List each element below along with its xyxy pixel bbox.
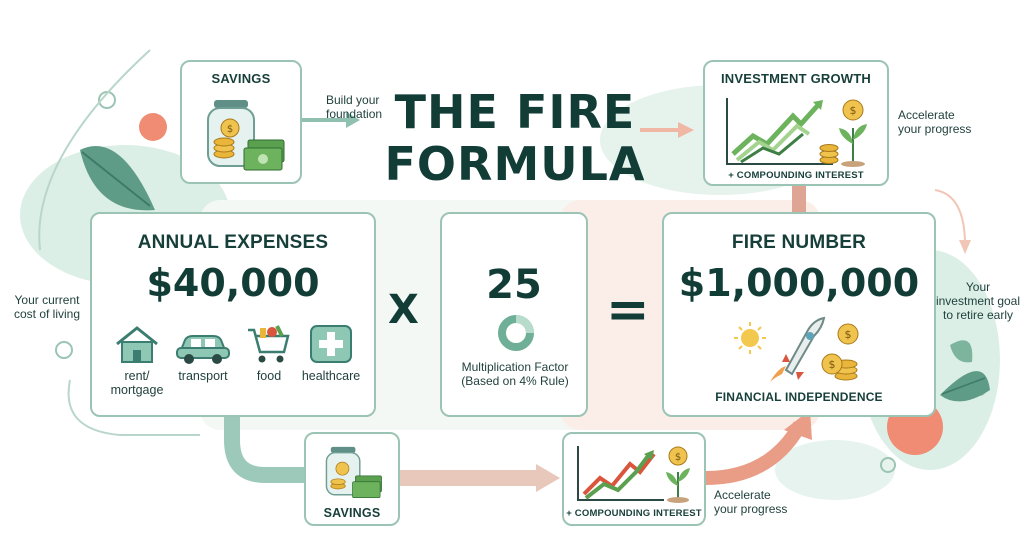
savings-bottom-title: SAVINGS	[323, 506, 381, 520]
rocket-icon: $ $	[734, 316, 859, 382]
growth-top-caption: Accelerate your progress	[898, 108, 972, 136]
savings-jar-icon: $	[207, 100, 285, 171]
svg-text:$: $	[829, 358, 836, 371]
fire-number-subtitle: FINANCIAL INDEPENDENCE	[715, 390, 883, 404]
svg-text:$: $	[845, 328, 852, 341]
growth-bottom-subtitle: + COMPOUNDING INTEREST	[566, 508, 702, 519]
category-rent: rent/ mortgage	[102, 324, 172, 397]
savings-top-caption: Build your foundation	[326, 93, 383, 121]
growth-card-bottom: $ + COMPOUNDING INTEREST	[562, 432, 706, 526]
expenses-caption: Your current cost of living	[13, 293, 81, 321]
savings-jar-icon	[325, 446, 382, 499]
annual-expenses-title: ANNUAL EXPENSES	[137, 232, 329, 253]
savings-card-top: SAVINGS $	[180, 60, 302, 184]
svg-text:$: $	[850, 104, 857, 117]
equals-sign: =	[606, 280, 650, 340]
car-icon	[176, 335, 230, 364]
svg-text:$: $	[675, 452, 681, 463]
fire-number-title: FIRE NUMBER	[731, 232, 867, 253]
health-cross-icon	[310, 325, 352, 363]
page-title: THE FIRE FORMULA	[384, 85, 646, 191]
fire-number-amount: $1,000,000	[678, 261, 920, 305]
investment-growth-card: INVESTMENT GROWTH $ + COMPOUNDING INTERE…	[703, 60, 889, 186]
annual-expenses-amount: $40,000	[146, 261, 320, 305]
donut-icon	[498, 315, 534, 351]
category-food: food	[234, 324, 304, 383]
leaf-icon	[940, 371, 990, 402]
house-icon	[116, 326, 158, 363]
savings-title: SAVINGS	[211, 71, 271, 86]
shopping-cart-icon	[248, 325, 290, 363]
annual-expenses-card: ANNUAL EXPENSES $40,000 rent/ mortgage t…	[90, 212, 376, 417]
factor-value: 25	[486, 262, 542, 308]
growth-chart-icon: $	[726, 98, 867, 167]
investment-growth-subtitle: + COMPOUNDING INTEREST	[728, 170, 864, 181]
svg-text:$: $	[227, 124, 233, 135]
fire-number-card: FIRE NUMBER $1,000,000 $ $ FINANCIAL IND…	[662, 212, 936, 417]
factor-label: Multiplication Factor (Based on 4% Rule)	[461, 360, 569, 388]
investment-growth-title: INVESTMENT GROWTH	[720, 71, 871, 86]
fire-number-caption: Your investment goal to retire early	[935, 280, 1021, 322]
category-transport: transport	[168, 324, 238, 383]
multiplication-factor-card: 25 Multiplication Factor (Based on 4% Ru…	[440, 212, 588, 417]
multiply-sign: X	[388, 287, 419, 333]
category-healthcare: healthcare	[296, 324, 366, 383]
growth-bottom-caption: Accelerate your progress	[714, 488, 788, 516]
coral-dot	[139, 113, 167, 141]
growth-chart-icon: $	[577, 446, 690, 503]
savings-card-bottom: SAVINGS	[304, 432, 400, 526]
